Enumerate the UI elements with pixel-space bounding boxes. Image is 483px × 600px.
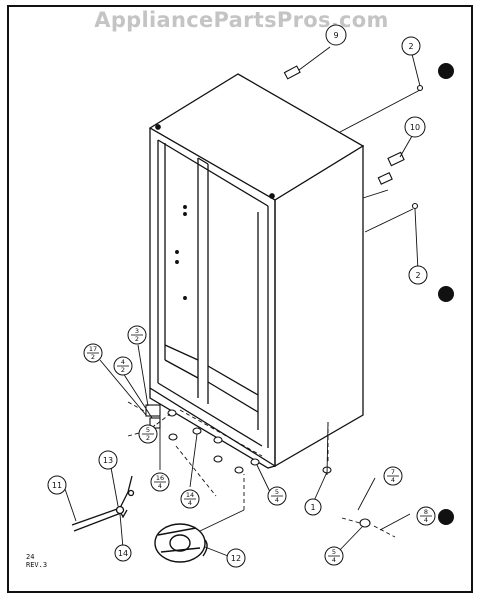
callout-label: 4 bbox=[121, 358, 125, 366]
callout-label: 5 bbox=[332, 548, 336, 556]
callout-label: 4 bbox=[391, 476, 395, 484]
callout-10 bbox=[404, 116, 426, 138]
callout-label: 1 bbox=[310, 503, 315, 512]
callout-labels: 9 2 10 2 3 2 17 2 4 2 5 2 16 4 14 4 5 4 … bbox=[52, 31, 428, 564]
cabinet-body bbox=[148, 73, 365, 469]
registration-dot bbox=[438, 509, 454, 525]
drain-tube-assembly bbox=[71, 475, 135, 532]
revision-label: REV.3 bbox=[26, 561, 48, 569]
callout-label: 5 bbox=[275, 488, 279, 496]
callout-label: 14 bbox=[186, 491, 194, 499]
callout-label: 2 bbox=[408, 42, 413, 51]
callout-fraction-bars bbox=[87, 334, 432, 557]
callout-label: 10 bbox=[410, 123, 420, 132]
callout-9 bbox=[325, 24, 347, 46]
registration-dot bbox=[438, 286, 454, 302]
callout-14 bbox=[114, 544, 132, 562]
callout-label: 16 bbox=[156, 474, 164, 482]
callout-label: 2 bbox=[121, 366, 125, 374]
page-border bbox=[7, 5, 473, 593]
registration-dot bbox=[438, 63, 454, 79]
split-collar-part bbox=[154, 523, 208, 563]
callout-label: 17 bbox=[89, 345, 97, 353]
callout-label: 5 bbox=[146, 426, 150, 434]
callout-13 bbox=[98, 450, 118, 470]
callout-label: 2 bbox=[146, 434, 150, 442]
callout-2-mid bbox=[408, 265, 428, 285]
callout-label: 11 bbox=[52, 481, 62, 490]
revision-note: 24 REV.3 bbox=[26, 553, 47, 569]
callout-label: 4 bbox=[275, 496, 279, 504]
callout-label: 14 bbox=[118, 549, 128, 558]
callout-label: 4 bbox=[332, 556, 336, 564]
callout-label: 4 bbox=[424, 516, 428, 524]
revision-sheet-number: 24 bbox=[26, 553, 35, 561]
callout-label: 13 bbox=[103, 456, 113, 465]
callout-11 bbox=[47, 475, 67, 495]
callout-12 bbox=[226, 548, 246, 568]
callout-label: 8 bbox=[424, 508, 428, 516]
leader-lines bbox=[63, 46, 421, 557]
callout-1 bbox=[304, 498, 322, 516]
hardware-parts bbox=[145, 65, 424, 528]
callout-label: 4 bbox=[158, 482, 162, 490]
callout-2-top bbox=[401, 36, 421, 56]
callout-label: 2 bbox=[91, 353, 95, 361]
callout-label: 2 bbox=[415, 271, 420, 280]
callout-label: 9 bbox=[333, 31, 338, 40]
callout-label: 12 bbox=[231, 554, 241, 563]
callout-label: 3 bbox=[135, 327, 139, 335]
callout-label: 4 bbox=[188, 499, 192, 507]
callout-label: 2 bbox=[135, 335, 139, 343]
callout-label: 7 bbox=[391, 468, 395, 476]
